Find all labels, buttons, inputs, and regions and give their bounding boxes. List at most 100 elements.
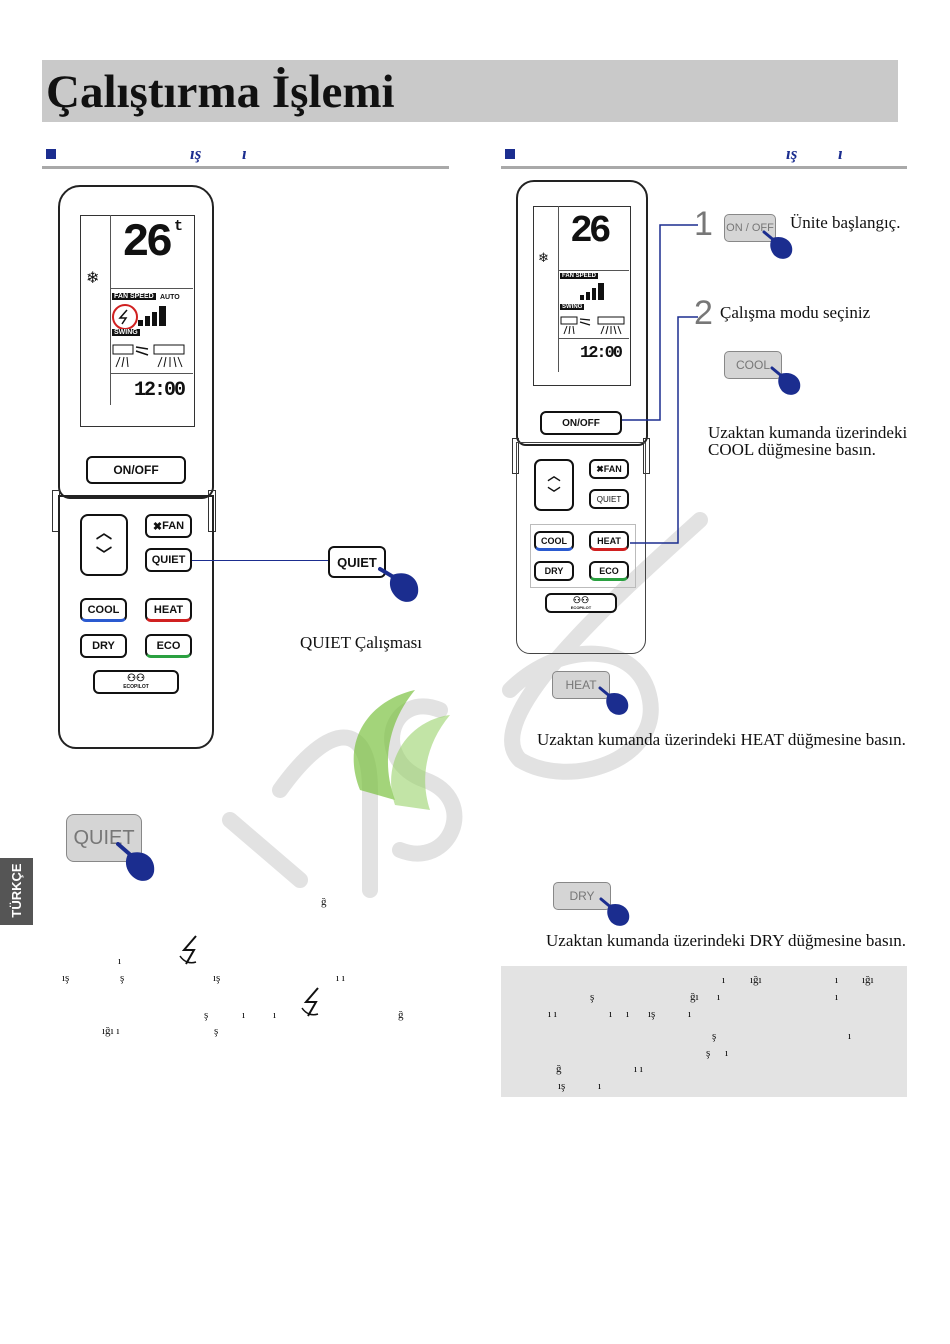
note-fragment: ş [712, 1030, 717, 1042]
quiet-caption: QUIET Çalışması [300, 633, 422, 652]
right-remote-hinge-right [643, 438, 650, 474]
note-fragment: ı [835, 991, 839, 1003]
note-fragment: ı [609, 1008, 613, 1020]
right-cool-button[interactable]: COOL [534, 531, 574, 551]
cool-callout-button[interactable]: COOL [724, 351, 782, 379]
body-fragment: ş [204, 1009, 209, 1021]
left-quiet-button[interactable]: QUIET [145, 548, 192, 572]
left-fan-label: FAN [162, 520, 185, 532]
left-fan-button[interactable]: ✖FAN [145, 514, 192, 538]
left-lcd-swing: SWING [112, 329, 140, 336]
cool-text-line1: Uzaktan kumanda üzerindeki [708, 423, 908, 442]
step1-onoff-button[interactable]: ON / OFF [724, 214, 776, 242]
heat-callout-button[interactable]: HEAT [552, 671, 610, 699]
dry-text: Uzaktan kumanda üzerindeki DRY düğmesine… [546, 931, 907, 950]
note-fragment: ğı [690, 991, 699, 1003]
left-lcd-fan-speed: FAN SPEED [112, 293, 156, 300]
body-fragment: ğ [398, 1009, 404, 1021]
swing-auto-icon [112, 344, 185, 368]
left-dry-button[interactable]: DRY [80, 634, 127, 658]
left-remote-lcd [80, 215, 195, 427]
right-temp-updown-button[interactable]: ︿ ﹀ [534, 459, 574, 511]
fan-icon: ✖ [596, 463, 604, 474]
language-side-tab: TÜRKÇE [0, 858, 33, 925]
left-temp-updown-button[interactable]: ︿ ﹀ [80, 514, 128, 576]
body-fragment: ış [62, 972, 70, 984]
right-ecopilot-button[interactable]: ⚇⚇ ECOPILOT [545, 593, 617, 613]
chevron-up-icon: ︿ [547, 468, 561, 483]
title-bar [42, 60, 898, 122]
ecopilot-icon: ⚇⚇ [127, 673, 145, 684]
right-lcd-divider [558, 338, 629, 339]
left-eco-button[interactable]: ECO [145, 634, 192, 658]
chevron-down-icon: ﹀ [95, 547, 112, 564]
right-dry-button[interactable]: DRY [534, 561, 574, 581]
left-section-rule [42, 166, 449, 169]
pointing-hand-icon [598, 686, 629, 715]
right-lcd-temp: 26 [570, 210, 612, 253]
note-fragment: ğ [556, 1063, 562, 1075]
left-onoff-button[interactable]: ON/OFF [86, 456, 186, 484]
dry-callout-button[interactable]: DRY [553, 882, 611, 910]
left-remote-top-shell [58, 185, 214, 499]
pointing-hand-icon [770, 366, 801, 395]
note-fragment: ı [725, 1047, 729, 1059]
right-onoff-button[interactable]: ON/OFF [540, 411, 622, 435]
cool-text-line2: COOL düğmesine basın. [708, 440, 876, 459]
left-lcd-time: 12:00 [134, 379, 186, 402]
language-side-tab-label: TÜRKÇE [9, 863, 24, 918]
left-remote-bottom-shell [58, 495, 214, 749]
left-lcd-divider [110, 288, 193, 289]
right-remote-hinge-left [512, 438, 519, 474]
left-header-fragment-1: ış [190, 144, 202, 163]
right-fan-button[interactable]: ✖FAN [589, 459, 629, 479]
quiet-callout-button[interactable]: QUIET [328, 546, 386, 578]
note-fragment: ı [848, 1030, 852, 1042]
left-lcd-divider [110, 215, 111, 405]
note-fragment: ı [598, 1080, 602, 1092]
pointing-hand-icon [762, 230, 793, 259]
fan-bars-icon [580, 283, 604, 300]
note-fragment: ı ı [634, 1063, 643, 1075]
note-fragment: ş [590, 991, 595, 1003]
right-quiet-button[interactable]: QUIET [589, 489, 629, 509]
chevron-down-icon: ﹀ [547, 486, 561, 501]
mode-button-group-outline [530, 524, 636, 588]
right-lcd-divider [558, 206, 559, 372]
body-fragment: ı ı [336, 972, 345, 984]
left-lcd-auto: AUTO [160, 294, 180, 301]
step2-text: Çalışma modu seçiniz [720, 303, 871, 322]
left-header-fragment-2: ı [242, 144, 247, 163]
note-fragment: ı [688, 1008, 692, 1020]
body-fragment: ı [242, 1009, 246, 1021]
left-heat-button[interactable]: HEAT [145, 598, 192, 622]
note-fragment: ı [717, 991, 721, 1003]
left-ecopilot-label: ECOPILOT [123, 684, 149, 690]
right-remote-bottom-shell [516, 442, 646, 654]
body-fragment: ığı ı [102, 1025, 120, 1037]
right-lcd-time: 12:00 [580, 344, 623, 363]
left-cool-button[interactable]: COOL [80, 598, 127, 622]
chevron-up-icon: ︿ [95, 525, 112, 542]
note-fragment: ş [706, 1047, 711, 1059]
left-ecopilot-button[interactable]: ⚇⚇ ECOPILOT [93, 670, 179, 694]
note-fragment: ığı [862, 974, 874, 986]
step1-text: Ünite başlangıç. [790, 213, 901, 232]
fan-bars-icon [138, 306, 166, 326]
right-header-fragment-2: ı [838, 144, 843, 163]
pointing-hand-icon [378, 567, 419, 602]
pointing-hand-icon [116, 842, 155, 881]
quiet-large-button[interactable]: QUIET [66, 814, 142, 862]
right-section-bullet [505, 149, 515, 159]
swing-auto-icon [560, 316, 625, 335]
right-header-fragment-1: ış [786, 144, 798, 163]
step1-number: 1 [694, 205, 713, 243]
body-fragment: ış [213, 972, 221, 984]
step2-number: 2 [694, 294, 713, 332]
right-eco-button[interactable]: ECO [589, 561, 629, 581]
note-fragment: ış [648, 1008, 656, 1020]
fan-snowflake-icon: ❄ [86, 270, 100, 287]
quiet-mode-icon [301, 987, 319, 1017]
body-fragment: ğ [321, 896, 327, 908]
right-heat-button[interactable]: HEAT [589, 531, 629, 551]
